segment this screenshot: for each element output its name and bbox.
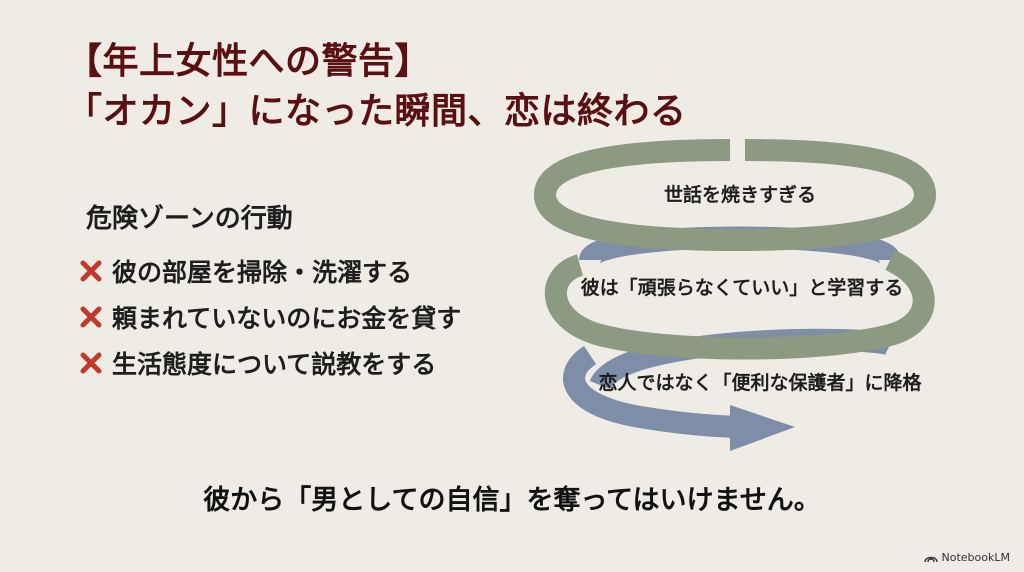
spiral-diagram: 世話を焼きすぎる 彼は「頑張らなくていい」と学習する 恋人ではなく「便利な保護者… (530, 135, 950, 465)
brand-watermark: NotebookLM (923, 551, 1010, 564)
spiral-green-ring-top (533, 139, 937, 252)
cross-mark-icon (80, 260, 102, 282)
brand-name: NotebookLM (941, 551, 1010, 564)
danger-zone-list: 彼の部屋を掃除・洗濯する 頼まれていないのにお金を貸す 生活態度について説教をす… (78, 248, 461, 386)
danger-item: 頼まれていないのにお金を貸す (78, 294, 461, 340)
spiral-arrow-head (730, 405, 795, 451)
bottom-message: 彼から「男としての自信」を奪ってはいけません。 (203, 485, 821, 516)
notebooklm-logo-icon (923, 556, 938, 562)
spiral-green-ring-middle (544, 249, 935, 360)
spiral-step-2: 彼は「頑張らなくていい」と学習する (580, 277, 904, 299)
spiral-blue-arrow-body (563, 345, 746, 438)
title-line-2: 「オカン」になった瞬間、恋は終わる (66, 90, 687, 132)
danger-item-text: 生活態度について説教をする (112, 350, 437, 379)
danger-zone-heading: 危険ゾーンの行動 (86, 204, 293, 234)
danger-item: 生活態度について説教をする (78, 340, 461, 386)
spiral-step-1: 世話を焼きすぎる (663, 184, 817, 206)
spiral-step-3: 恋人ではなく「便利な保護者」に降格 (598, 372, 922, 394)
danger-item-text: 彼の部屋を掃除・洗濯する (112, 258, 413, 287)
danger-item: 彼の部屋を掃除・洗濯する (78, 248, 461, 294)
cross-mark-icon (80, 352, 102, 374)
danger-item-text: 頼まれていないのにお金を貸す (112, 304, 462, 333)
page-title: 【年上女性への警告】 「オカン」になった瞬間、恋は終わる (66, 36, 687, 136)
spiral-graphic (533, 139, 937, 451)
cross-mark-icon (80, 306, 102, 328)
title-line-1: 【年上女性への警告】 (66, 40, 432, 82)
